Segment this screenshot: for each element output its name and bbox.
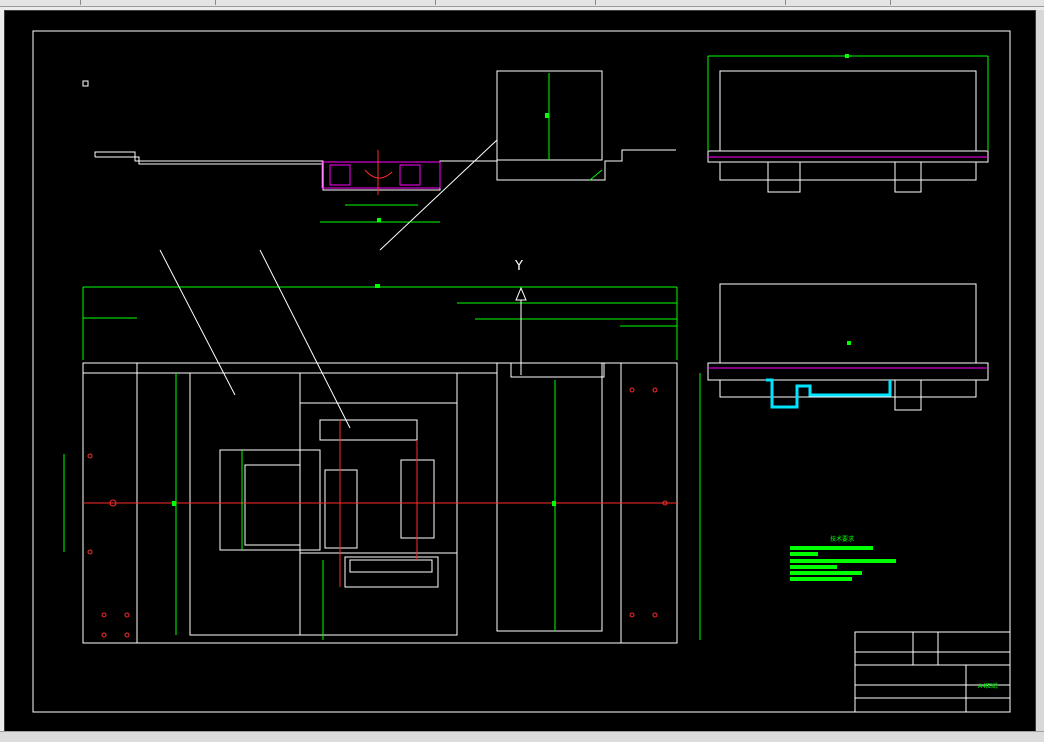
title-block: A4图纸 [854,631,1011,713]
side-view-lower [707,283,989,411]
toolbar-segment-tools[interactable] [80,0,216,5]
dim-mark-center [847,341,851,345]
side-view-upper [707,54,989,193]
plan-view: Y [63,249,701,644]
dim-mark-width [377,218,381,222]
toolbar-segment-color[interactable] [785,0,891,5]
top-section-view [94,70,676,251]
dim-mark-left [172,501,176,506]
ucs-marker [82,80,89,87]
toolbar-segment-file[interactable] [0,0,81,5]
dim-mark-height [545,113,549,118]
toolbar [0,0,1044,7]
dim-mark-slot [552,501,556,506]
toolbar-segment-properties[interactable] [215,0,436,5]
dim-mark-width-upper [845,54,849,58]
vertical-scrollbar[interactable] [1036,10,1044,731]
toolbar-segment-layer[interactable] [435,0,596,5]
sheet-frame [32,30,1011,713]
status-bar [0,731,1044,742]
toolbar-segment-linetype[interactable] [595,0,786,5]
technical-requirements: 技术要求 [790,535,896,581]
y-axis-label: Y [514,259,523,274]
tech-requirements-title: 技术要求 [830,535,854,543]
dim-mark-overall [375,284,380,288]
title-block-name: A4图纸 [978,682,998,690]
